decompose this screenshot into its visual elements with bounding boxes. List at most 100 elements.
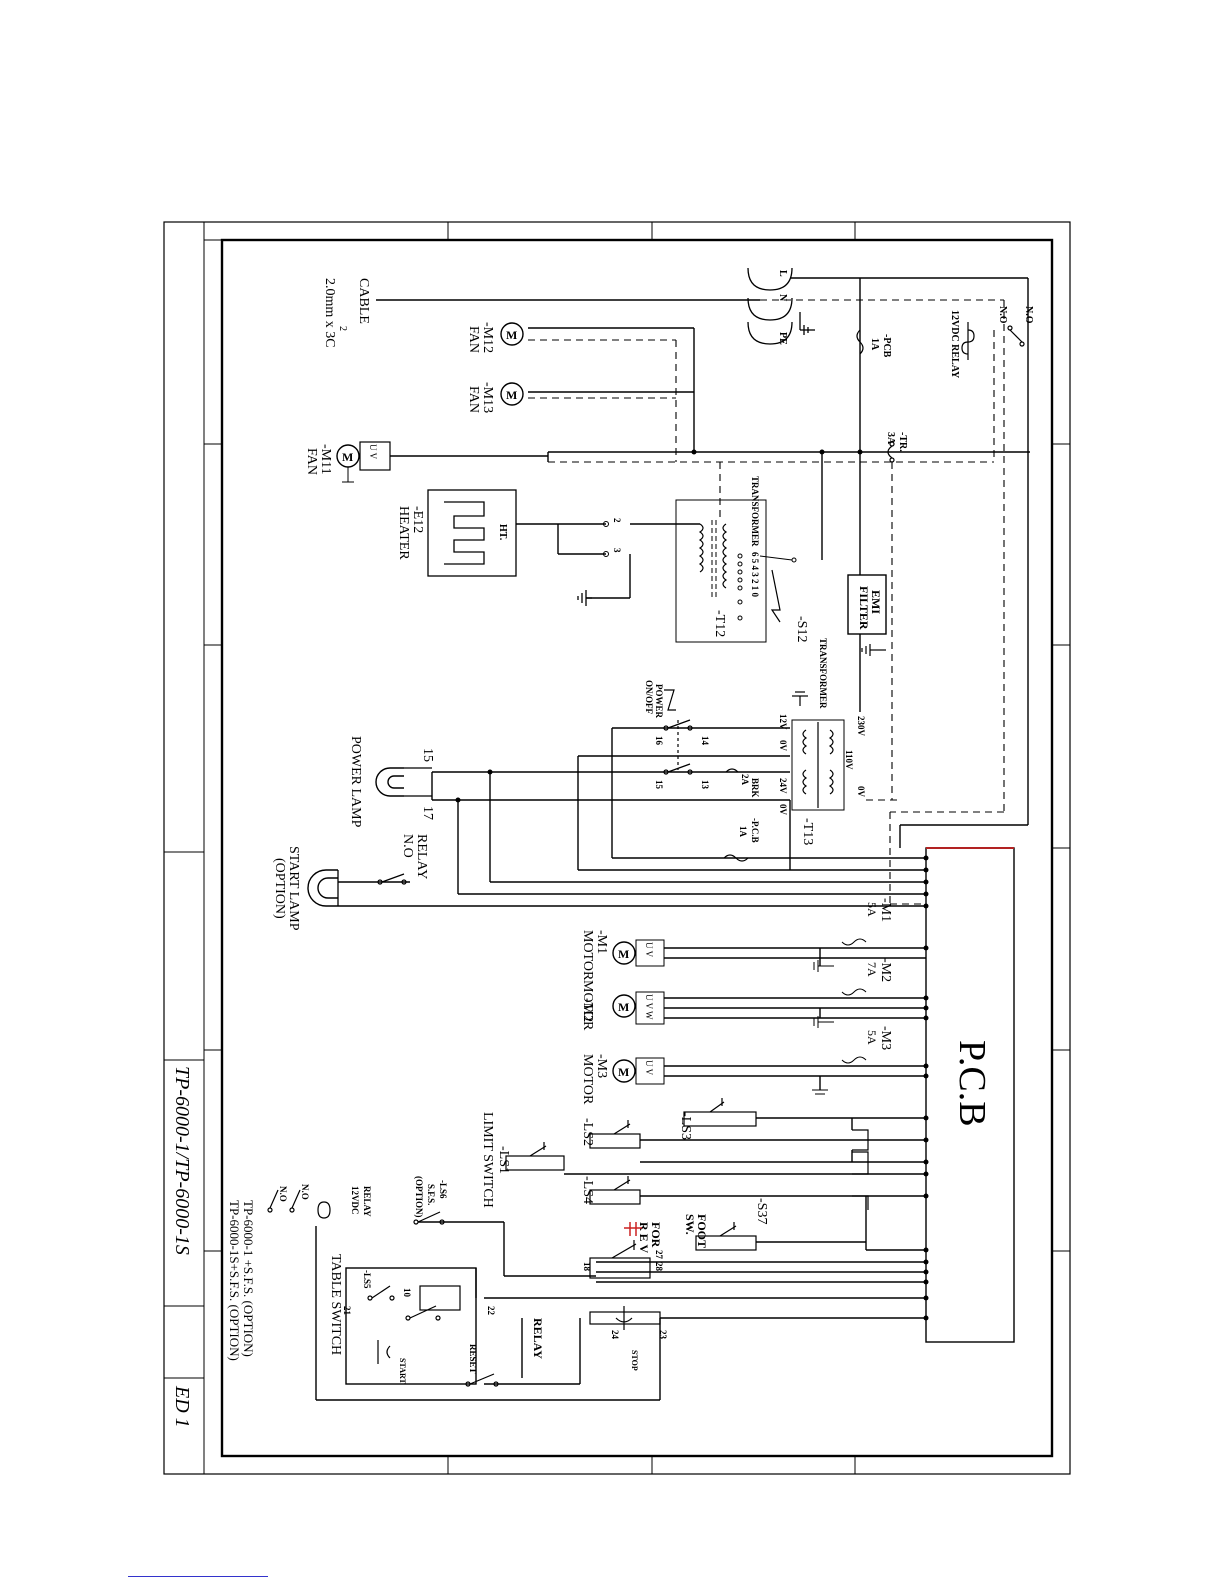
- brk-icon: [725, 768, 739, 773]
- ls3-label: -LS3: [678, 1112, 693, 1140]
- t12-id: -T12: [712, 610, 727, 637]
- s12-switch-icon: [770, 569, 781, 623]
- heater-element-icon: [444, 501, 485, 565]
- dashed-wiring: [528, 299, 1005, 905]
- fan-m11-label: FAN: [304, 448, 319, 475]
- fuse-tr-label: -TR.: [897, 432, 908, 452]
- power-switch-label-2: ON/OFF: [644, 680, 654, 714]
- ts-relay-no-1: N.O: [300, 1184, 310, 1200]
- power-pin-15: 15: [654, 780, 664, 790]
- ts-pin-10: 10: [402, 1288, 412, 1298]
- motor-m3-terminals: U V: [644, 1060, 654, 1076]
- fan-m12-id: -M12: [480, 322, 495, 353]
- heater-pin-2: 2: [612, 518, 622, 523]
- edition-label: ED 1: [171, 1385, 193, 1428]
- motor-m1-fuse: -M1: [878, 898, 893, 922]
- cable-label: CABLE: [356, 278, 371, 324]
- foot-switch-id: -S37: [754, 1198, 769, 1224]
- motor-m2-label: MOTOR: [580, 980, 595, 1031]
- relay-no-1: N.O: [997, 306, 1008, 324]
- fan-m13-label: FAN: [466, 386, 481, 413]
- heater-label: HEATER: [396, 506, 411, 560]
- ts-pin-24: 24: [610, 1330, 620, 1340]
- fan-section: M -M12 FAN M -M13 FAN M U V -M11 FAN: [304, 322, 524, 483]
- svg-text:M: M: [618, 1000, 629, 1014]
- s12-label: -S12: [794, 616, 809, 642]
- t12-coil-icon: [698, 523, 704, 573]
- heater-box: [427, 489, 517, 577]
- heater-section: HT. -E12 HEATER 2 3: [396, 489, 622, 606]
- pcb-label: P.C.B: [951, 1040, 993, 1127]
- ls4-label: -LS4: [580, 1176, 595, 1204]
- for-rev-label-2: R E V: [637, 1222, 651, 1253]
- fan-m11-terminals: U V: [368, 444, 378, 460]
- motor-m1-ground-icon: [813, 960, 834, 972]
- t13-sec-0v-b: 0V: [778, 804, 788, 816]
- power-pin-13: 13: [700, 780, 710, 790]
- foot-switch-label-2: SW.: [683, 1214, 697, 1235]
- fuse-tr-icon: [887, 441, 895, 463]
- ls2-label: -LS2: [580, 1118, 595, 1146]
- emi-filter-label-1: EMI: [869, 590, 883, 614]
- option-note-1: TP-6000-1 +S.F.S. (OPTION): [241, 1200, 256, 1357]
- for-rev-marker-icon: [624, 1222, 642, 1236]
- limit-switches: [505, 1098, 869, 1251]
- power-switch: POWER ON/OFF 14 16 13 15: [644, 680, 710, 790]
- pcb-block: P.C.B: [925, 847, 1015, 1343]
- motor-m1-rating: 5A: [865, 902, 879, 917]
- power-switch-label-1: POWER: [654, 684, 664, 719]
- ls6-label: -LS6: [438, 1180, 448, 1199]
- heater-id: -E12: [410, 506, 425, 533]
- fuse-tr-rating: 3A: [885, 432, 896, 445]
- svg-text:M: M: [506, 388, 517, 402]
- pcb-fuse-icon: [723, 854, 749, 862]
- t13-label: TRANSFORMER: [818, 638, 828, 709]
- cable-spec: 2.0mm x 3C: [322, 278, 337, 348]
- foot-switch: -S37 FOOT SW. FOR R E V 27 28 18: [582, 1198, 769, 1279]
- terminal-n-label: N: [777, 294, 788, 302]
- emi-filter-label-2: FILTER: [857, 586, 871, 630]
- motor-m2-fuse: -M2: [878, 958, 893, 982]
- footer-link-underline[interactable]: [128, 1576, 268, 1577]
- motor-m3-rating: 5A: [865, 1030, 879, 1045]
- title-block: TP-6000-1/TP-6000-1S ED 1 TP-6000-1 +S.F…: [171, 1066, 256, 1428]
- motor-m2-terminals: U V W: [644, 994, 654, 1020]
- start-lamp-label: START LAMP: [286, 846, 301, 931]
- ts-pin-21: 21: [342, 1306, 352, 1316]
- power-pin-14: 14: [700, 736, 710, 746]
- reset-button-label: RESET: [468, 1344, 478, 1374]
- t13-sec-24v: 24V: [778, 778, 788, 794]
- pcb-connection-dots: [455, 449, 929, 1321]
- motor-m3-fuse: -M3: [878, 1026, 893, 1050]
- svg-text:M: M: [342, 450, 353, 464]
- t13-primary-230: 230V: [856, 716, 866, 737]
- ls5-label: -LS5: [362, 1270, 372, 1289]
- foot-pin-18: 18: [582, 1262, 592, 1272]
- emi-filter-box: [847, 574, 887, 635]
- sfs-label: S.F.S.: [426, 1184, 436, 1205]
- t13-primary-110: 110V: [844, 750, 854, 770]
- option-note-2: TP-6000-1S+S.F.S. (OPTION): [227, 1200, 242, 1361]
- svg-text:M: M: [506, 328, 517, 342]
- fan-m11-motor-icon: M: [336, 441, 391, 483]
- pcb-fuse-rating: 1A: [738, 826, 748, 838]
- svg-text:M: M: [618, 947, 629, 961]
- motor-m2: M U V W -M2 MOTOR -M2 7A: [580, 958, 893, 1031]
- fan-m12-label: FAN: [466, 326, 481, 353]
- motor-m1: M U V -M1 MOTOR -M1 5A: [580, 898, 893, 981]
- fuse-pcb-rating: 1A: [869, 338, 880, 351]
- start-lamp: RELAY N.O START LAMP (OPTION): [272, 834, 429, 931]
- heater-tag: HT.: [497, 524, 508, 541]
- heater-pin-3: 3: [612, 548, 622, 553]
- supply-section: L N PE CABLE 2 2.0mm x 3C 12VDC RELAY N.…: [322, 267, 1034, 656]
- start-lamp-relay: RELAY: [414, 834, 429, 879]
- model-title: TP-6000-1/TP-6000-1S: [171, 1066, 193, 1255]
- svg-text:M: M: [618, 1065, 629, 1079]
- table-switch-label: TABLE SWITCH: [328, 1254, 343, 1355]
- power-lamp-label: POWER LAMP: [348, 736, 363, 828]
- fan-m12-motor-icon: M: [500, 322, 524, 346]
- ground-icon: [799, 312, 815, 335]
- motor-m1-terminals: U V: [644, 942, 654, 958]
- motor-m1-id: -M1: [594, 930, 609, 954]
